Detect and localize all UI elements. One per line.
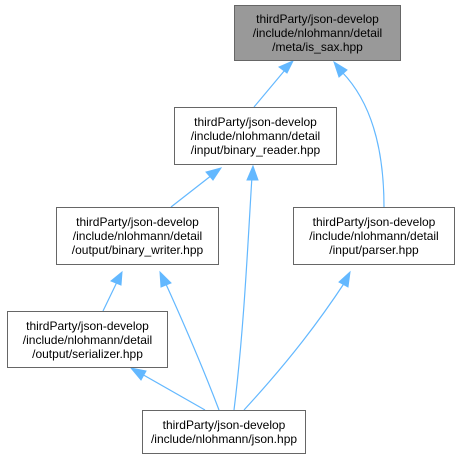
node-binary-writer-line-1: thirdParty/json-develop	[76, 215, 199, 229]
arrowhead-json-to-serializer	[129, 367, 147, 381]
arrowhead-binary-reader-to-is-sax	[278, 60, 295, 74]
arrowhead-serializer-to-binary-writer	[110, 270, 123, 286]
node-binary-writer[interactable]: thirdParty/json-develop /include/nlohman…	[56, 207, 219, 265]
node-serializer-line-1: thirdParty/json-develop	[26, 318, 149, 333]
node-json-line-2: /include/nlohmann/json.hpp	[150, 432, 298, 446]
arrowhead-json-to-binary-reader	[246, 164, 259, 181]
node-parser-line-1: thirdParty/json-develop	[312, 215, 436, 229]
node-is-sax-line-1: thirdParty/json-develop	[256, 12, 379, 26]
node-json[interactable]: thirdParty/json-develop /include/nlohman…	[142, 410, 306, 454]
node-binary-writer-line-3: /output/binary_writer.hpp	[71, 243, 204, 257]
arrowhead-parser-to-is-sax	[333, 60, 348, 78]
node-parser-line-2: /include/nlohmann/detail	[309, 229, 439, 243]
edge-binary-reader-to-is-sax	[253, 69, 286, 108]
node-is-sax[interactable]: thirdParty/json-develop /include/nlohman…	[234, 5, 401, 61]
node-parser-line-3: /input/parser.hpp	[329, 243, 419, 257]
node-is-sax-line-3: /meta/is_sax.hpp	[272, 40, 363, 54]
edge-json-to-serializer	[139, 372, 206, 411]
node-json-line-1: thirdParty/json-develop	[162, 418, 286, 432]
node-binary-reader[interactable]: thirdParty/json-develop /include/nlohman…	[174, 107, 337, 165]
node-binary-reader-line-3: /input/binary_reader.hpp	[190, 143, 321, 157]
node-parser[interactable]: thirdParty/json-develop /include/nlohman…	[293, 207, 455, 265]
node-serializer-line-3: /output/serializer.hpp	[32, 346, 143, 361]
edge-json-to-binary-reader	[233, 175, 253, 411]
arrowhead-binary-writer-to-binary-reader	[205, 167, 223, 181]
edge-binary-writer-to-binary-reader	[170, 174, 213, 208]
node-serializer-line-2: /include/nlohmann/detail	[22, 332, 153, 347]
arrowhead-json-to-parser	[338, 270, 351, 288]
node-binary-reader-line-1: thirdParty/json-develop	[194, 115, 317, 129]
arrowhead-json-to-binary-writer	[159, 270, 172, 288]
edge-serializer-to-binary-writer	[102, 281, 118, 312]
node-binary-writer-line-2: /include/nlohmann/detail	[72, 229, 203, 243]
edge-json-to-parser	[243, 281, 346, 411]
node-is-sax-line-2: /include/nlohmann/detail	[252, 26, 383, 40]
edge-json-to-binary-writer	[164, 281, 220, 411]
node-serializer[interactable]: thirdParty/json-develop /include/nlohman…	[7, 311, 168, 368]
node-binary-reader-line-2: /include/nlohmann/detail	[190, 129, 321, 143]
edge-parser-to-is-sax	[341, 71, 385, 208]
